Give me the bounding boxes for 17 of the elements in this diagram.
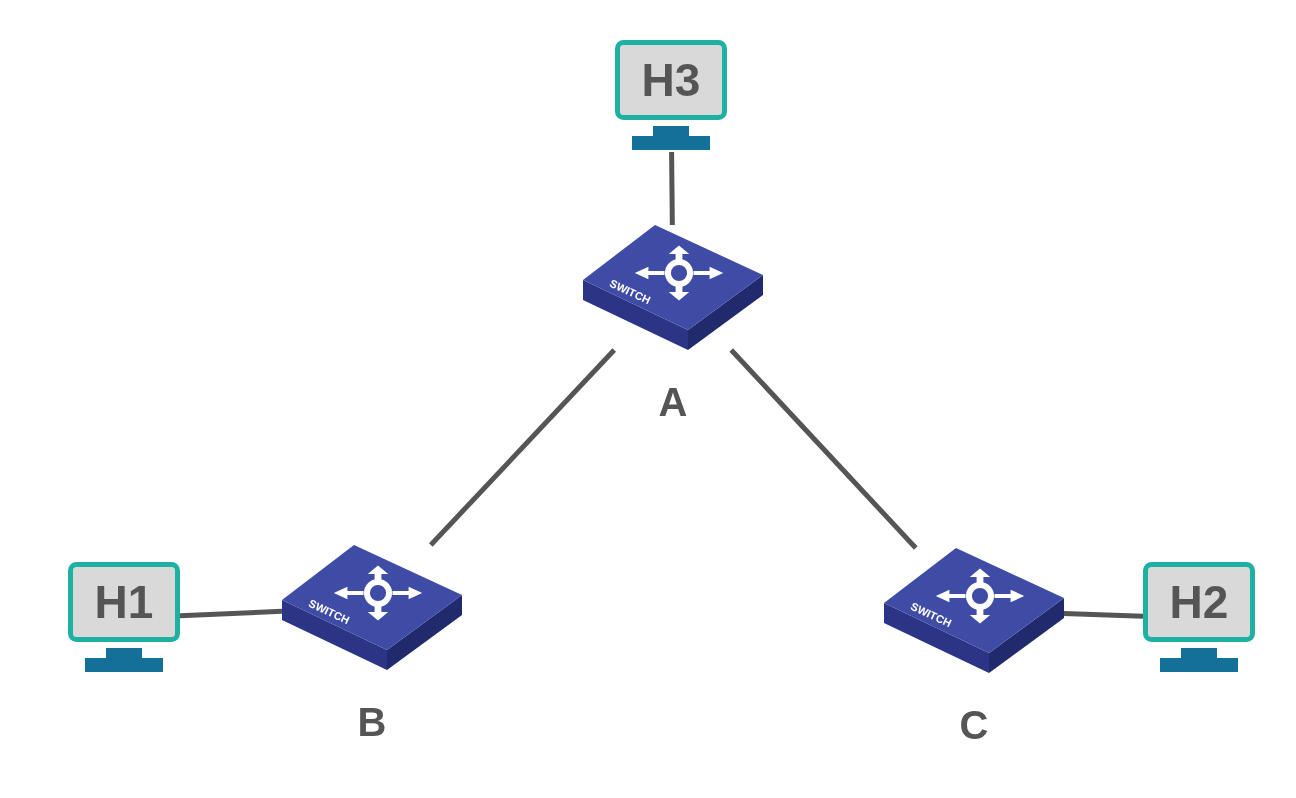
host-label: H3 xyxy=(640,53,702,108)
network-link xyxy=(428,348,617,547)
switch-name: A xyxy=(657,380,689,425)
network-link xyxy=(179,608,283,619)
network-link xyxy=(1063,611,1144,619)
network-switch xyxy=(282,545,462,670)
computer-monitor xyxy=(68,562,180,674)
host-label: H2 xyxy=(1168,575,1230,630)
host-label: H1 xyxy=(93,575,155,630)
switch-name: C xyxy=(958,703,990,748)
computer-monitor xyxy=(615,40,727,152)
network-link xyxy=(669,151,675,226)
switch-name: B xyxy=(356,700,388,745)
network-switch xyxy=(583,225,763,350)
computer-monitor xyxy=(1143,562,1255,674)
network-link xyxy=(729,348,918,550)
network-switch xyxy=(884,548,1064,673)
